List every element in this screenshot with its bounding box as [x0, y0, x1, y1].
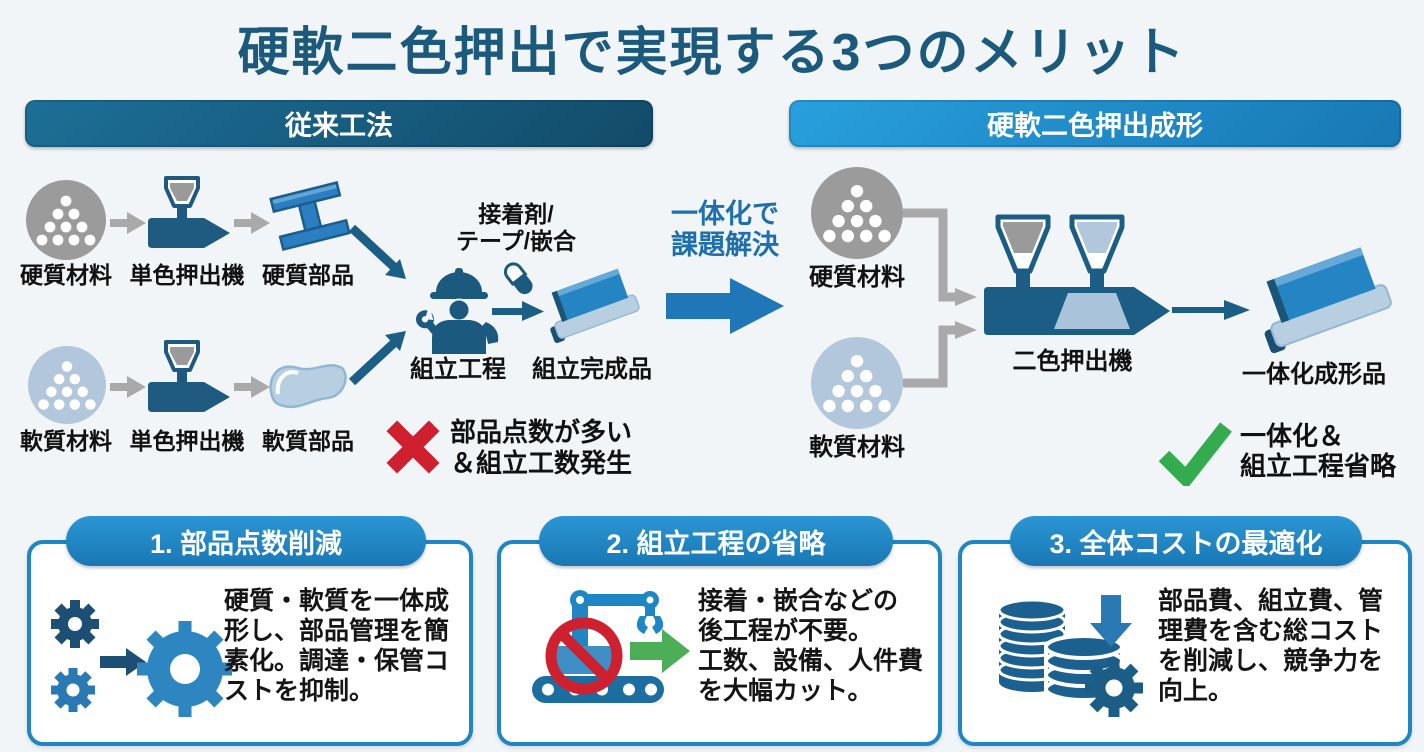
benefit-card-3-title: 3. 全体コストの最適化 — [1010, 516, 1362, 566]
conventional-method-header: 従来工法 — [25, 100, 653, 147]
benefit-card-1-title: 1. 部品点数削減 — [66, 516, 426, 566]
integrated-product-icon — [1264, 247, 1392, 354]
two-color-extruder-label: 二色押出機 — [1012, 348, 1133, 375]
single-extruder-icon — [148, 340, 230, 412]
two-color-extruder-icon — [984, 214, 1170, 335]
assembly-worker-icon — [416, 268, 499, 354]
problem-x-icon — [386, 420, 440, 474]
transition-label: 一体化で 課題解決 — [671, 199, 779, 260]
single-extruder-label: 単色押出機 — [129, 428, 245, 454]
flow-arrow-icon — [110, 212, 146, 234]
merge-arrow-down-icon — [348, 224, 406, 279]
flow-arrow-icon — [110, 376, 146, 398]
assembly-step-label: 組立工程 — [410, 356, 506, 383]
flow-arrow-icon — [234, 212, 270, 234]
output-arrow-icon — [1172, 300, 1250, 320]
hard-part-ibeam-icon — [269, 181, 351, 251]
assembled-product-icon — [550, 268, 640, 344]
assembly-arrow-icon — [492, 301, 544, 321]
cost-reduction-coins-icon — [997, 595, 1143, 717]
two-color-method-header: 硬軟二色押出成形 — [789, 100, 1401, 147]
benefit-card-2-description: 接着・嵌合などの 後工程が不要。 工数、設備、人件費 を大幅カット。 — [698, 587, 924, 705]
benefit-card-3-description: 部品費、組立費、管 理費を含む総コスト を削減し、競争力を 向上。 — [1158, 587, 1384, 705]
merge-arrow-up-icon — [348, 331, 406, 386]
material-feed-connectors — [903, 208, 977, 388]
hard-material-label: 硬質材料 — [809, 264, 905, 291]
soft-material-label: 軟質材料 — [20, 428, 112, 454]
hard-part-label: 硬質部品 — [262, 262, 354, 288]
gears-reduction-icon — [51, 600, 232, 717]
soft-material-label: 軟質材料 — [809, 434, 905, 461]
soft-part-icon — [269, 364, 347, 409]
single-extruder-label: 単色押出機 — [129, 262, 245, 288]
hard-material-pellets-icon — [26, 180, 106, 260]
soft-material-pellets-icon — [811, 337, 903, 429]
transition-arrow-icon — [666, 278, 784, 334]
soft-part-label: 軟質部品 — [262, 428, 354, 454]
check-icon — [1158, 422, 1232, 486]
hard-material-label: 硬質材料 — [20, 262, 112, 288]
page-title: 硬軟二色押出で実現する3つのメリット — [237, 24, 1187, 82]
no-assembly-robot-icon — [532, 590, 690, 703]
integrated-product-label: 一体化成形品 — [1242, 361, 1386, 388]
joining-note: 接着剤/ テープ/嵌合 — [455, 201, 576, 254]
hard-material-pellets-icon — [811, 167, 903, 259]
single-extruder-icon — [148, 176, 230, 248]
benefit-card-2-title: 2. 組立工程の省略 — [539, 516, 893, 566]
problem-text: 部品点数が多い ＆組立工数発生 — [450, 417, 633, 478]
soft-material-pellets-icon — [28, 346, 106, 424]
flow-arrow-icon — [234, 376, 270, 398]
benefit-card-1 — [27, 540, 473, 746]
two-color-benefit-text: 一体化＆ 組立工程省略 — [1240, 421, 1397, 481]
adhesive-capsule-icon — [503, 262, 533, 295]
benefit-card-1-description: 硬質・軟質を一体成 形し、部品管理を簡 素化。調達・保管コ ストを抑制。 — [224, 587, 450, 705]
assembled-product-label: 組立完成品 — [532, 356, 652, 383]
